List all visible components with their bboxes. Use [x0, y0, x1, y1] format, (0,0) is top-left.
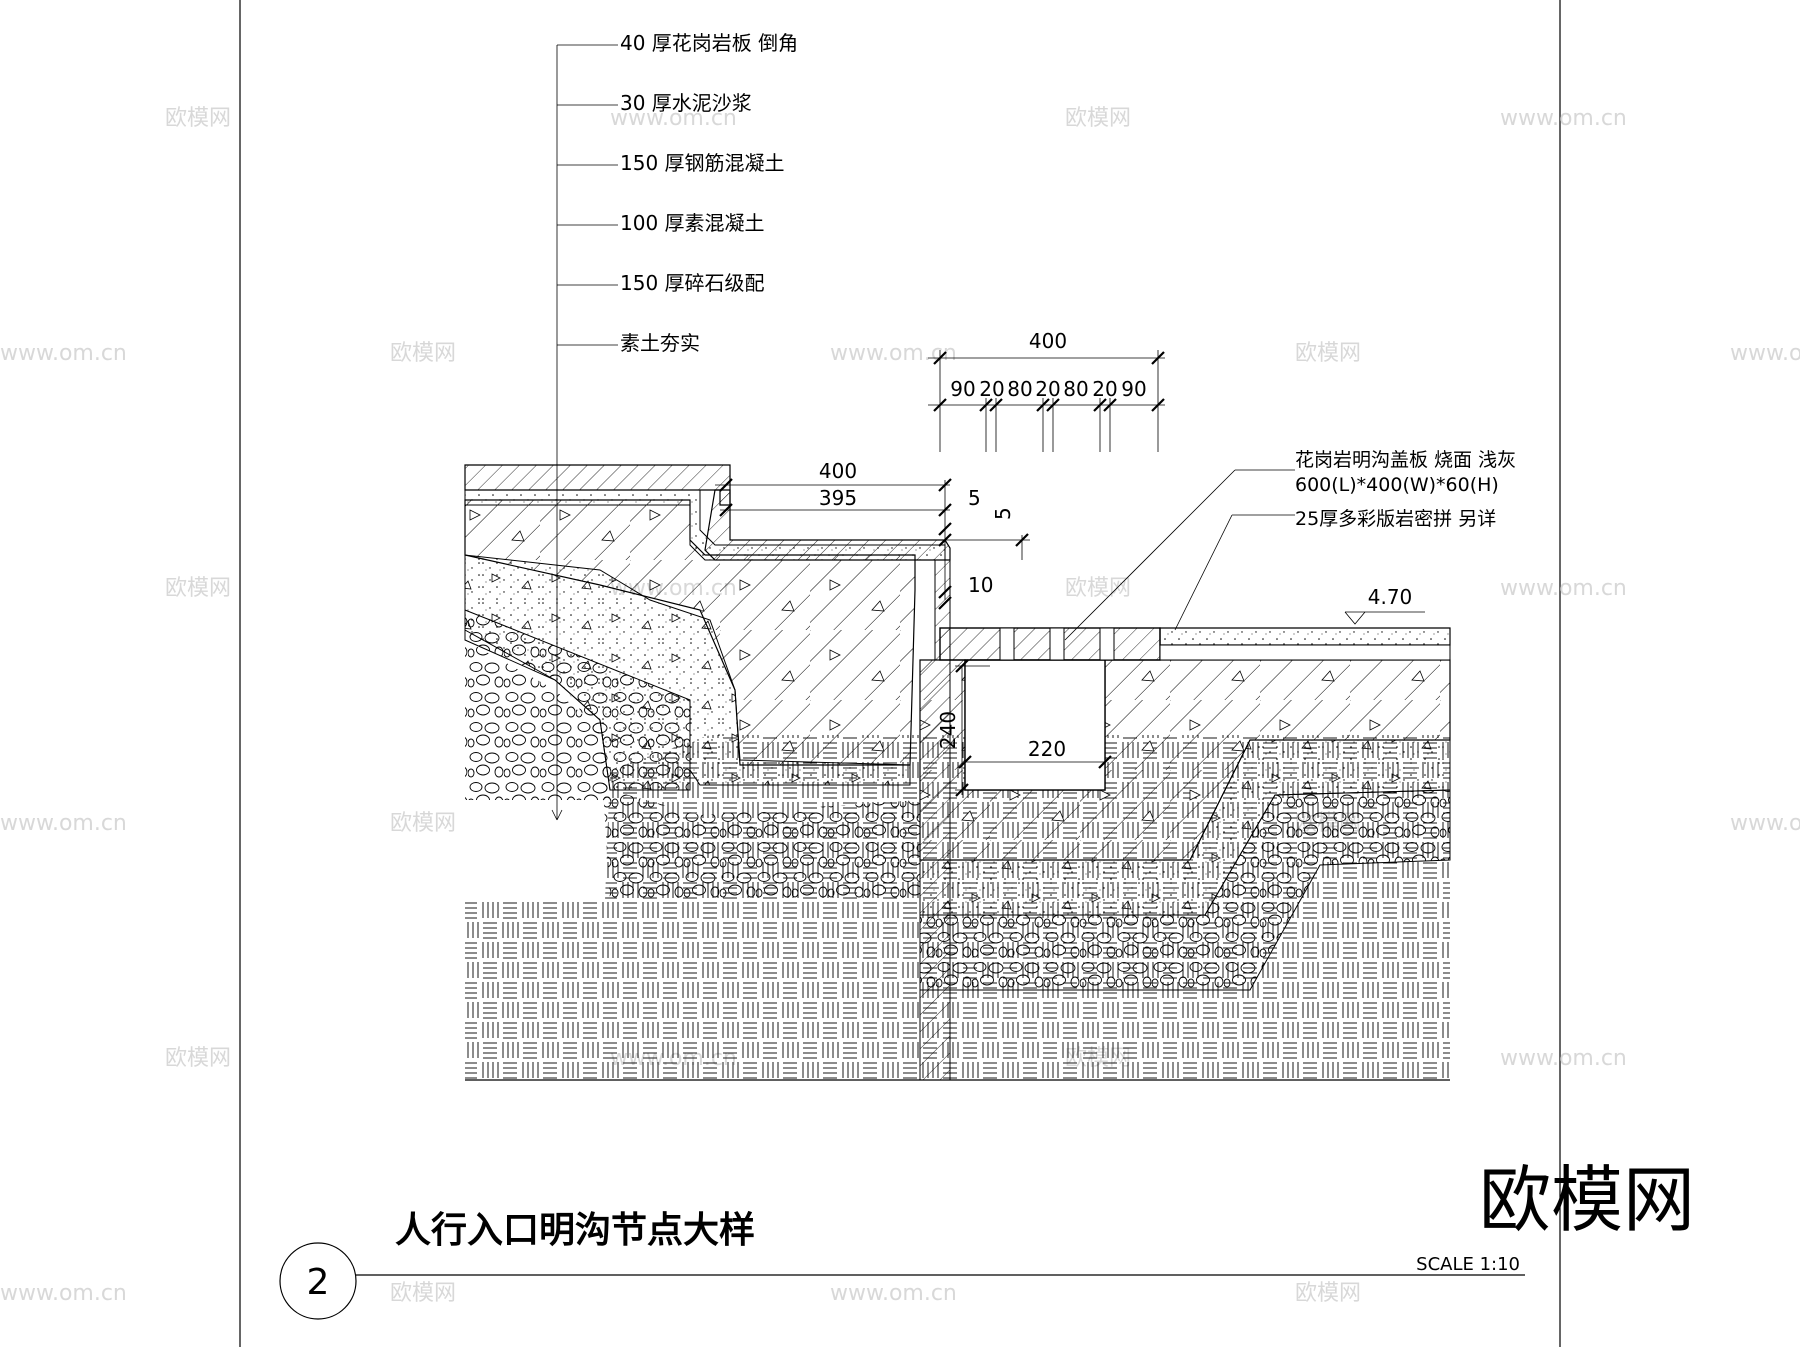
dim-395: 395: [819, 486, 857, 510]
watermark: 欧模网: [165, 1046, 231, 1071]
dim-400-step: 400: [819, 459, 857, 483]
brand-logo: 欧模网: [1479, 1158, 1695, 1242]
watermark: 欧模网: [1295, 1281, 1361, 1306]
dim-part: 80: [1063, 377, 1088, 401]
dim-part: 80: [1007, 377, 1032, 401]
watermark-url: www.om.cn: [610, 106, 737, 131]
watermark: 欧模网: [1295, 341, 1361, 366]
cover-slot: [999, 627, 1015, 661]
dim-5-a: 5: [968, 486, 981, 510]
cover-slot: [1099, 627, 1115, 661]
dim-part: 20: [1092, 377, 1117, 401]
layer-label: 100 厚素混凝土: [620, 211, 765, 235]
layer-label: 素土夯实: [620, 331, 700, 355]
watermark: 欧模网: [390, 1281, 456, 1306]
dimension-top: 400 90 20 80 20 80 20 90: [928, 329, 1165, 452]
dimension-trench: 240 220: [936, 659, 1112, 797]
layer-label: 30 厚水泥沙浆: [620, 91, 752, 115]
dimension-step: 400 395 5 5 10: [715, 459, 1030, 610]
elevation-marker: 4.70: [1344, 585, 1425, 625]
elevation-label: 4.70: [1368, 585, 1413, 609]
watermark: 欧模网: [165, 576, 231, 601]
section-layers: [464, 464, 1451, 1081]
detail-number: 2: [307, 1262, 330, 1303]
scale-label: SCALE 1:10: [1416, 1254, 1520, 1275]
cover-note-1: 花岗岩明沟盖板 烧面 浅灰: [1295, 449, 1516, 471]
watermark-url: www.om.cn: [1730, 811, 1800, 836]
watermark-url: www.om.cn: [0, 811, 127, 836]
watermark-url: www.om.cn: [830, 1281, 957, 1306]
watermark-layer: 欧模网 欧模网 欧模网 欧模网 欧模网 欧模网 欧模网 欧模网 欧模网 欧模网 …: [0, 106, 1800, 1306]
dim-220: 220: [1028, 737, 1066, 761]
paving-note: 25厚多彩版岩密拼 另详: [1295, 508, 1496, 530]
dim-5-b: 5: [991, 507, 1015, 520]
watermark: 欧模网: [165, 106, 231, 131]
watermark: 欧模网: [390, 341, 456, 366]
trench-channel: [964, 659, 1106, 791]
cover-slot: [1049, 627, 1065, 661]
dim-part: 90: [1121, 377, 1146, 401]
dim-part: 20: [1035, 377, 1060, 401]
detail-number-circle: [279, 1242, 357, 1320]
layer-label: 150 厚碎石级配: [620, 271, 765, 295]
layer-label: 150 厚钢筋混凝土: [620, 151, 785, 175]
watermark-url: www.om.cn: [1500, 106, 1627, 131]
plain-concrete-left: [464, 554, 911, 791]
watermark: 欧模网: [1065, 576, 1131, 601]
layer-callouts: 40 厚花岗岩板 倒角 30 厚水泥沙浆 150 厚钢筋混凝土 100 厚素混凝…: [551, 31, 798, 821]
paving-right: [1159, 627, 1451, 646]
dim-part: 90: [950, 377, 975, 401]
watermark-url: www.om.cn: [0, 341, 127, 366]
material-notes: 花岗岩明沟盖板 烧面 浅灰 600(L)*400(W)*60(H) 25厚多彩版…: [1064, 449, 1516, 641]
cover-note-2: 600(L)*400(W)*60(H): [1295, 474, 1499, 496]
layer-label: 40 厚花岗岩板 倒角: [620, 31, 798, 55]
watermark-url: www.om.cn: [1500, 1046, 1627, 1071]
watermark-url: www.om.cn: [1730, 341, 1800, 366]
drawing-title: 人行入口明沟节点大样: [395, 1210, 755, 1251]
dim-400-top: 400: [1029, 329, 1067, 353]
watermark: 欧模网: [390, 811, 456, 836]
dim-10: 10: [968, 573, 993, 597]
watermark: 欧模网: [1065, 106, 1131, 131]
dim-part: 20: [979, 377, 1004, 401]
watermark-url: www.om.cn: [0, 1281, 127, 1306]
watermark-url: www.om.cn: [830, 341, 957, 366]
watermark-url: www.om.cn: [1500, 576, 1627, 601]
dim-240: 240: [936, 711, 960, 749]
title-block: 2 人行入口明沟节点大样 SCALE 1:10: [279, 1210, 1525, 1320]
